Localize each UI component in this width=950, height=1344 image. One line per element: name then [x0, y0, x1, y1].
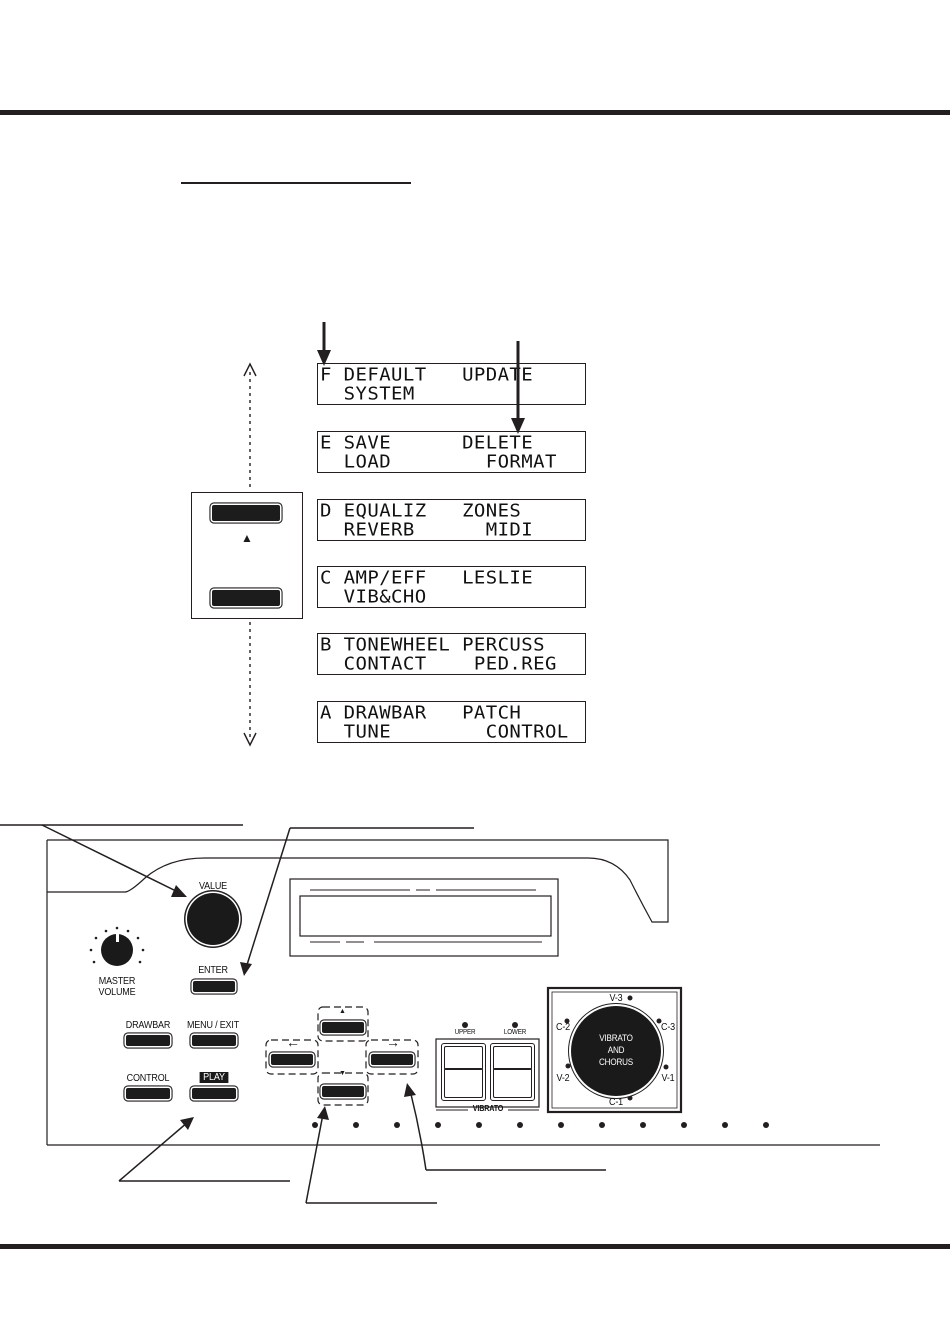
lcd-screen-c: C AMP/EFF LESLIE VIB&CHO	[317, 566, 586, 608]
lcd-line: F DEFAULT UPDATE	[320, 364, 534, 386]
vibrato-position-label: C-1	[609, 1097, 623, 1108]
menu-exit-button[interactable]	[192, 1035, 236, 1046]
control-label: CONTROL	[126, 1073, 170, 1084]
arrow-down-icon: ▼	[339, 1070, 346, 1077]
lcd-line: TUNE CONTROL	[320, 721, 569, 743]
page-up-button[interactable]	[212, 505, 280, 521]
vibrato-position-label: C-2	[556, 1022, 570, 1033]
lcd-line: CONTACT PED.REG	[320, 653, 557, 675]
value-dial[interactable]	[187, 893, 239, 945]
lcd-screen-a: A DRAWBAR PATCH TUNE CONTROL	[317, 701, 586, 743]
vibrato-lower-switch[interactable]	[490, 1043, 535, 1101]
lcd-screen-d: D EQUALIZ ZONES REVERB MIDI	[317, 499, 586, 541]
vibrato-chorus-knob[interactable]	[571, 1006, 661, 1096]
vibrato-position-label: V-2	[556, 1073, 570, 1084]
vibrato-knob-label: AND	[607, 1045, 625, 1055]
vibrato-position-label: C-3	[661, 1022, 675, 1033]
section-underline	[181, 182, 411, 184]
vibrato-upper-switch[interactable]	[441, 1043, 486, 1101]
vibrato-label: VIBRATO	[472, 1104, 504, 1113]
drawbar-label: DRAWBAR	[125, 1020, 171, 1031]
page-button-box	[191, 492, 303, 619]
lcd-screen-f: F DEFAULT UPDATE SYSTEM	[317, 363, 586, 405]
enter-label: ENTER	[198, 965, 228, 976]
vibrato-position-label: V-1	[661, 1073, 675, 1084]
lcd-line: C AMP/EFF LESLIE	[320, 567, 534, 589]
lcd-line: E SAVE DELETE	[320, 432, 534, 454]
vibrato-knob-label: CHORUS	[598, 1057, 634, 1067]
lcd-line: SYSTEM	[320, 383, 415, 405]
cursor-down-button[interactable]	[322, 1086, 364, 1097]
enter-button[interactable]	[193, 981, 235, 992]
arrow-up-icon: ▲	[339, 1008, 346, 1015]
cursor-left-button[interactable]	[271, 1054, 313, 1065]
lcd-line: D EQUALIZ ZONES	[320, 500, 522, 522]
value-label: VALUE	[199, 881, 227, 892]
master-volume-label: MASTER	[98, 976, 136, 987]
vibrato-knob-label: VIBRATO	[599, 1033, 633, 1043]
page-up-triangle: ▲	[241, 531, 253, 545]
lcd-line: B TONEWHEEL PERCUSS	[320, 634, 545, 656]
drawbar-button[interactable]	[126, 1035, 170, 1046]
lcd-screen-b: B TONEWHEEL PERCUSS CONTACT PED.REG	[317, 633, 586, 675]
play-button[interactable]	[192, 1088, 236, 1099]
footer-rule	[0, 1244, 950, 1249]
arrow-right-icon: →	[386, 1034, 400, 1050]
lower-label: LOWER	[503, 1029, 527, 1036]
cursor-up-button[interactable]	[322, 1022, 364, 1033]
lcd-screen-e: E SAVE DELETE LOAD FORMAT	[317, 431, 586, 473]
lcd-line: LOAD FORMAT	[320, 451, 557, 473]
control-button[interactable]	[126, 1088, 170, 1099]
vibrato-position-label: V-3	[609, 993, 623, 1004]
lcd-line: A DRAWBAR PATCH	[320, 702, 522, 724]
lcd-line: REVERB MIDI	[320, 519, 534, 541]
page-down-button[interactable]	[212, 590, 280, 606]
menu-exit-label: MENU / EXIT	[186, 1020, 240, 1031]
master-volume-pointer	[116, 930, 119, 942]
master-volume-label: VOLUME	[98, 987, 136, 998]
lcd-line: VIB&CHO	[320, 586, 427, 608]
arrow-left-icon: ←	[286, 1034, 300, 1050]
cursor-right-button[interactable]	[371, 1054, 413, 1065]
upper-label: UPPER	[454, 1029, 476, 1036]
play-label: PLAY	[199, 1072, 229, 1083]
header-rule	[0, 110, 950, 115]
